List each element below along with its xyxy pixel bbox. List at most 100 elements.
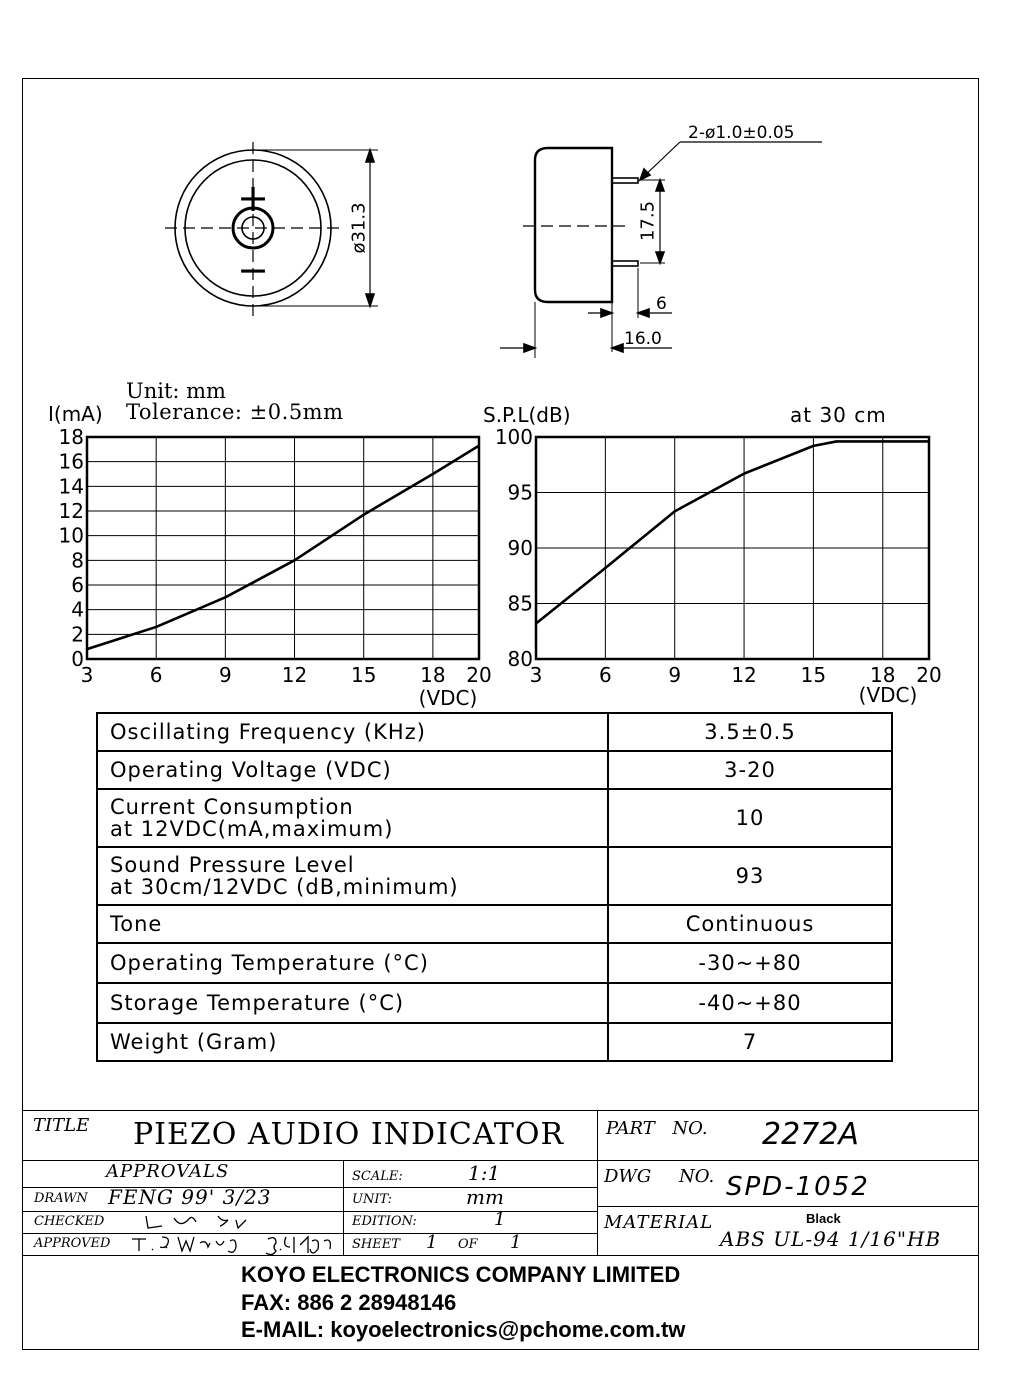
spec-label-cell: Tone bbox=[96, 904, 609, 944]
pin-lower bbox=[611, 260, 639, 267]
scale-label: SCALE: bbox=[352, 1169, 403, 1184]
sheet-value: 1 bbox=[426, 1232, 438, 1253]
spec-row: Oscillating Frequency (KHz) 3.5±0.5 bbox=[96, 712, 893, 752]
spec-value: 7 bbox=[607, 1022, 893, 1062]
spec-value: 10 bbox=[607, 788, 893, 848]
title-label: TITLE bbox=[33, 1115, 90, 1136]
part-no-label: PART NO. bbox=[606, 1118, 708, 1139]
y-tick-label: 85 bbox=[508, 592, 533, 616]
spec-row: Weight (Gram) 7 bbox=[96, 1022, 893, 1062]
spec-value: 3.5±0.5 bbox=[607, 712, 893, 752]
edition-value: 1 bbox=[494, 1209, 506, 1230]
y-tick-label: 0 bbox=[71, 647, 84, 671]
company-name: KOYO ELECTRONICS COMPANY LIMITED bbox=[241, 1262, 681, 1287]
material-color: Black bbox=[806, 1211, 841, 1226]
x-tick-label: 20 bbox=[916, 663, 941, 687]
checked-label: CHECKED bbox=[34, 1214, 105, 1229]
spec-label-cell: Operating Temperature (°C) bbox=[96, 942, 609, 984]
y-tick-label: 4 bbox=[71, 598, 84, 622]
diameter-label: ø31.3 bbox=[349, 202, 370, 253]
dwg-number: SPD-1052 bbox=[726, 1172, 870, 1202]
document-title: PIEZO AUDIO INDICATOR bbox=[133, 1117, 565, 1152]
plot-frame bbox=[85, 435, 481, 661]
x-tick-label: 15 bbox=[801, 663, 826, 687]
spec-label: Current Consumption bbox=[110, 795, 354, 819]
x-tick-label: 15 bbox=[351, 663, 376, 687]
approved-signature bbox=[132, 1235, 332, 1255]
x-tick-label: 9 bbox=[219, 663, 232, 687]
side-view-body bbox=[533, 146, 614, 304]
spec-row: Operating Voltage (VDC)3-20 bbox=[96, 750, 893, 790]
y-tick-label: 80 bbox=[508, 647, 533, 671]
series-line bbox=[86, 444, 480, 651]
spec-value: Continuous bbox=[607, 904, 893, 944]
sheet-label: SHEET bbox=[352, 1237, 400, 1252]
y-tick-label: 12 bbox=[59, 499, 84, 523]
y-tick-label: 10 bbox=[59, 524, 84, 548]
y-tick-label: 100 bbox=[495, 425, 533, 449]
spec-row: Tone Continuous bbox=[96, 904, 893, 944]
unit-label: UNIT: bbox=[352, 1192, 393, 1207]
company-email[interactable]: E-MAIL: koyoelectronics@pchome.com.tw bbox=[241, 1317, 686, 1342]
unit-note: Unit: mm bbox=[126, 379, 226, 403]
mechanical-drawing: + − ø31.3 17.5 2-ø1.0±0.05 6 16.0 bbox=[165, 123, 822, 358]
y-axis-label: I(mA) bbox=[48, 402, 103, 426]
plus-sign: + bbox=[237, 176, 269, 220]
x-tick-label: 20 bbox=[466, 663, 491, 687]
x-tick-label: 9 bbox=[668, 663, 681, 687]
chart-note: at 30 cm bbox=[790, 403, 887, 427]
edition-label: EDITION: bbox=[352, 1214, 417, 1229]
x-tick-label: 3 bbox=[81, 663, 94, 687]
spec-label-cell: Operating Voltage (VDC) bbox=[96, 750, 609, 790]
approved-label: APPROVED bbox=[34, 1236, 111, 1251]
drawing-frame bbox=[22, 78, 979, 1350]
spec-row: Operating Temperature (°C)-30~+80 bbox=[96, 942, 893, 984]
spec-label: at 30cm/12VDC (dB,minimum) bbox=[110, 875, 459, 899]
spec-label: Operating Voltage (VDC) bbox=[110, 758, 392, 782]
part-number: 2272A bbox=[762, 1117, 859, 1152]
pin-upper bbox=[611, 177, 639, 184]
spec-value: 93 bbox=[607, 846, 893, 906]
checked-signature bbox=[145, 1215, 247, 1230]
spec-label: Weight (Gram) bbox=[110, 1030, 278, 1054]
x-tick-label: 12 bbox=[282, 663, 307, 687]
x-tick-label: 3 bbox=[530, 663, 543, 687]
spec-label-cell: Weight (Gram) bbox=[96, 1022, 609, 1062]
x-tick-label: 18 bbox=[870, 663, 895, 687]
y-tick-label: 16 bbox=[59, 450, 84, 474]
x-tick-label: 6 bbox=[150, 663, 163, 687]
drawn-label: DRAWN bbox=[34, 1191, 88, 1206]
pin-spacing-label: 17.5 bbox=[638, 201, 659, 241]
spec-label: Tone bbox=[110, 912, 163, 936]
drawn-value: FENG 99' 3/23 bbox=[108, 1185, 272, 1209]
spec-label-cell: Oscillating Frequency (KHz) bbox=[96, 712, 609, 752]
y-tick-label: 90 bbox=[508, 536, 533, 560]
x-axis-label: (VDC) bbox=[419, 686, 478, 710]
dwg-no-label: DWG NO. bbox=[604, 1166, 715, 1187]
minus-sign: − bbox=[237, 248, 269, 292]
pin-length-label: 6 bbox=[656, 294, 667, 314]
material-label: MATERIAL bbox=[604, 1212, 714, 1233]
y-tick-label: 18 bbox=[59, 425, 84, 449]
y-tick-label: 95 bbox=[508, 481, 533, 505]
spec-value: -30~+80 bbox=[607, 942, 893, 984]
x-tick-label: 12 bbox=[731, 663, 756, 687]
x-tick-label: 18 bbox=[420, 663, 445, 687]
spec-value: -40~+80 bbox=[607, 982, 893, 1024]
x-axis-label: (VDC) bbox=[859, 683, 918, 707]
material-spec: ABS UL-94 1/16"HB bbox=[720, 1227, 942, 1251]
spec-label: Oscillating Frequency (KHz) bbox=[110, 720, 426, 744]
y-tick-label: 6 bbox=[71, 573, 84, 597]
series-line bbox=[535, 440, 929, 625]
y-axis-label: S.P.L(dB) bbox=[483, 403, 571, 427]
x-tick-label: 6 bbox=[599, 663, 612, 687]
of-label: OF bbox=[458, 1237, 478, 1252]
pin-diameter-label: 2-ø1.0±0.05 bbox=[688, 123, 794, 143]
spec-label: Storage Temperature (°C) bbox=[110, 991, 405, 1015]
y-tick-label: 8 bbox=[71, 548, 84, 572]
